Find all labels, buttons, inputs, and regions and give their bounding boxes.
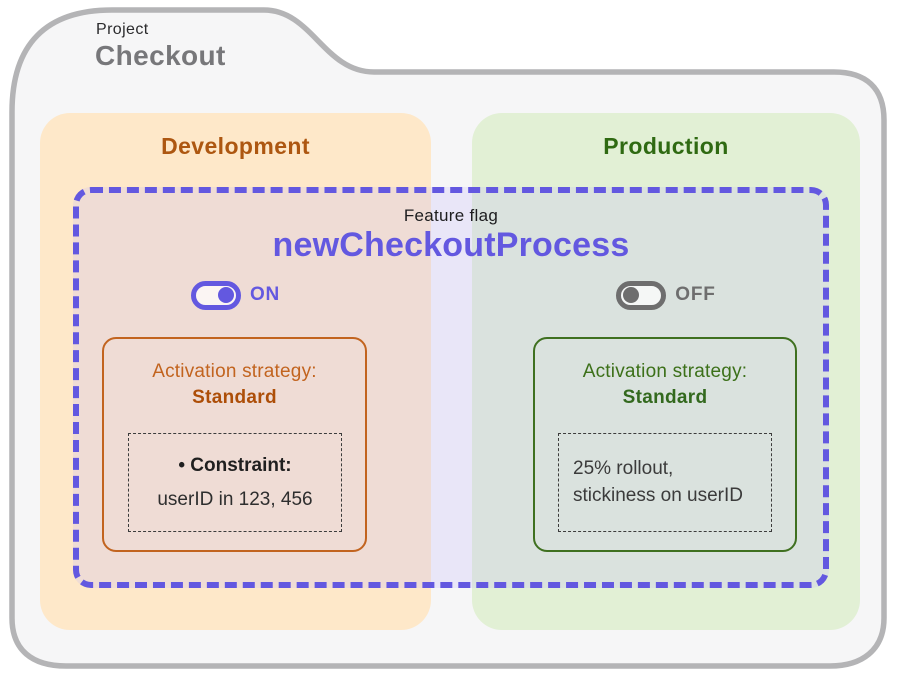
strategy-heading: Activation strategy: bbox=[152, 361, 317, 382]
constraint-value: userID in 123, 456 bbox=[157, 489, 313, 510]
feature-flag-scope bbox=[73, 187, 829, 588]
constraint-box: • Constraint: userID in 123, 456 bbox=[128, 433, 342, 532]
project-name: Checkout bbox=[95, 40, 226, 71]
project-eyebrow-label: Project bbox=[96, 21, 149, 38]
toggle-knob bbox=[622, 287, 639, 303]
environment-production-title: Production bbox=[603, 133, 729, 159]
strategy-card-development: Activation strategy: Standard • Constrai… bbox=[102, 337, 367, 552]
feature-flag-eyebrow: Feature flag bbox=[403, 206, 499, 225]
strategy-card-production: Activation strategy: Standard 25% rollou… bbox=[533, 337, 797, 552]
feature-flag-name: newCheckoutProcess bbox=[272, 226, 630, 264]
rollout-line: 25% rollout, bbox=[573, 458, 674, 479]
rollout-box: 25% rollout, stickiness on userID bbox=[558, 433, 772, 532]
production-toggle-row: OFF bbox=[472, 279, 860, 311]
strategy-type: Standard bbox=[192, 387, 277, 408]
rollout-detail: 25% rollout, stickiness on userID bbox=[573, 455, 743, 509]
production-toggle-state-label: OFF bbox=[675, 284, 716, 305]
strategy-type: Standard bbox=[622, 387, 708, 408]
rollout-line: stickiness on userID bbox=[573, 485, 744, 506]
production-toggle-switch[interactable] bbox=[616, 280, 667, 310]
environment-development-title: Development bbox=[161, 133, 310, 159]
constraint-title: • Constraint: bbox=[178, 455, 292, 476]
strategy-heading: Activation strategy: bbox=[582, 361, 748, 382]
development-toggle-switch[interactable] bbox=[190, 280, 241, 310]
development-toggle-state-label: ON bbox=[249, 284, 281, 305]
development-toggle-row: ON bbox=[40, 279, 431, 311]
toggle-knob bbox=[218, 287, 235, 303]
